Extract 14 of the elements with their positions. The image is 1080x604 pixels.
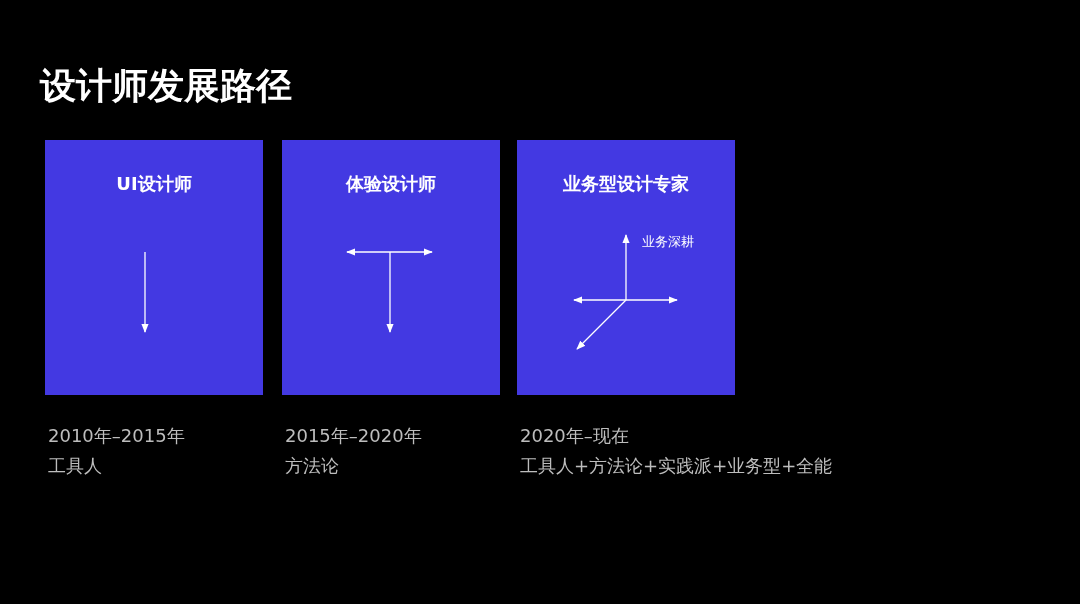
period-text: 2010年–2015年 (48, 424, 185, 448)
card-title: 体验设计师 (344, 172, 437, 196)
page-title: 设计师发展路径 (40, 64, 292, 108)
period-text: 2015年–2020年 (285, 424, 422, 448)
period-text: 2020年–现在 (520, 424, 629, 448)
description-text: 工具人+方法论+实践派+业务型+全能 (520, 454, 833, 478)
role-card (45, 140, 263, 395)
axis-label: 业务深耕 (642, 233, 694, 251)
card-title: UI设计师 (115, 172, 193, 196)
description-text: 工具人 (48, 454, 102, 478)
description-text: 方法论 (285, 454, 339, 478)
role-card (517, 140, 735, 395)
card-title: 业务型设计专家 (562, 172, 690, 196)
role-card (282, 140, 500, 395)
